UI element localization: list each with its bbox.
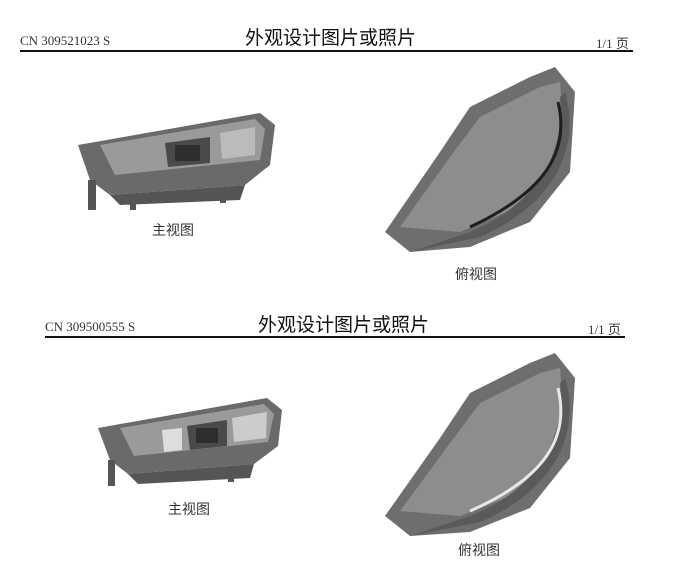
doc-number: CN 309521023 S bbox=[20, 33, 111, 48]
page-title: 外观设计图片或照片 bbox=[245, 27, 417, 49]
caption-top-view: 俯视图 bbox=[455, 267, 497, 283]
caption-front-view: 主视图 bbox=[168, 502, 210, 518]
headlamp-front-view-image bbox=[78, 113, 275, 210]
header-rule bbox=[45, 336, 625, 338]
page-title: 外观设计图片或照片 bbox=[258, 314, 430, 336]
headlamp-front-view-image bbox=[98, 398, 282, 486]
headlamp-top-view-image bbox=[385, 353, 575, 536]
caption-top-view: 俯视图 bbox=[458, 543, 500, 559]
headlamp-top-view-image bbox=[385, 67, 575, 252]
doc-number: CN 309500555 S bbox=[45, 319, 136, 334]
caption-front-view: 主视图 bbox=[152, 223, 194, 239]
header-rule bbox=[20, 50, 633, 52]
page-indicator: 1/1 页 bbox=[588, 322, 621, 337]
page-indicator: 1/1 页 bbox=[596, 36, 629, 51]
